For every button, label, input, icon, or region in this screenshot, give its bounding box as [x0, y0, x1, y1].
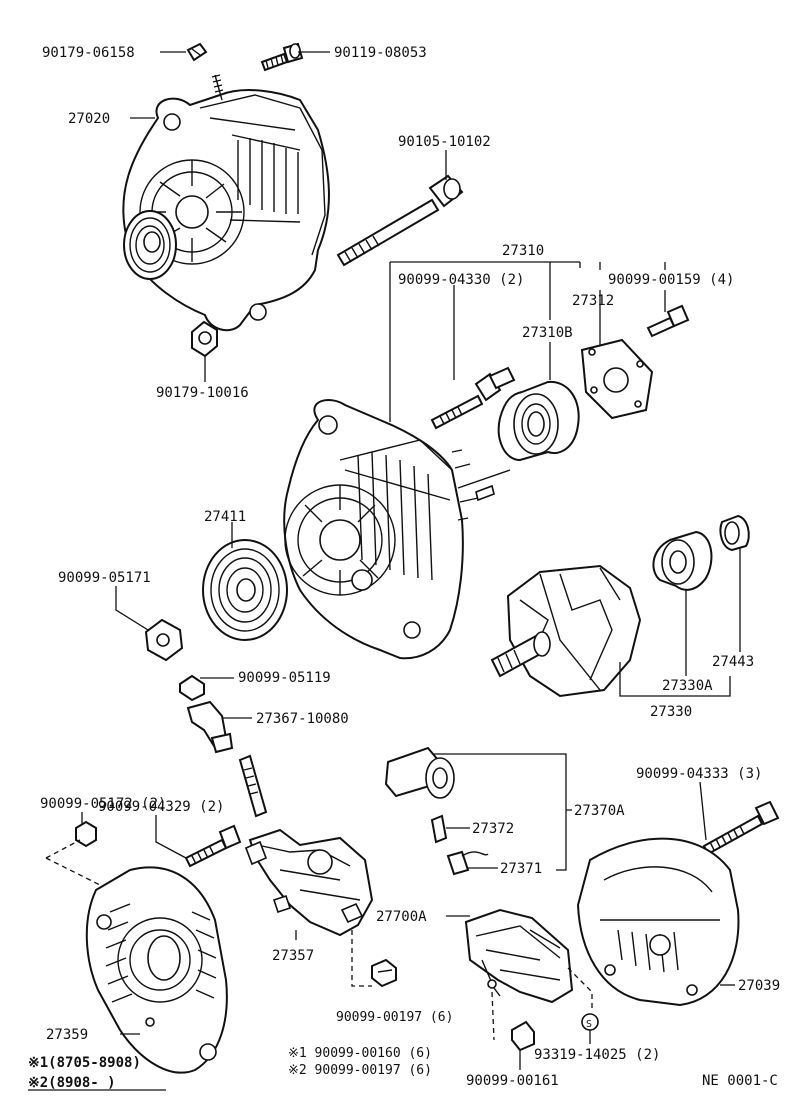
retainer-plate-27312: [580, 338, 654, 420]
cover-27443: [719, 514, 750, 552]
rotor-27330: [490, 564, 642, 698]
label-90099-00161: 90099-00161: [466, 1073, 559, 1089]
nut-90099-05172: [75, 820, 97, 848]
diagram-code: NE 0001-C: [702, 1073, 778, 1089]
label-90099-00197: 90099-00197 (6): [336, 1010, 453, 1025]
label-93319-14025: 93319-14025 (2): [534, 1047, 660, 1063]
label-27020: 27020: [68, 111, 110, 127]
note-variant-1: ※1 90099-00160 (6): [288, 1046, 432, 1061]
label-90099-04330: 90099-04330 (2): [398, 272, 524, 288]
stud-bolt-90099-04330: [430, 366, 516, 430]
label-27411: 27411: [204, 509, 246, 525]
svg-text:S: S: [586, 1019, 592, 1030]
label-27359: 27359: [46, 1027, 88, 1043]
label-27310B: 27310B: [522, 325, 573, 341]
label-90099-04329: 90099-04329 (2): [98, 799, 224, 815]
label-27370A: 27370A: [574, 803, 625, 819]
drive-end-frame-27310: [283, 399, 511, 660]
label-27357: 27357: [272, 948, 314, 964]
legend-variant-1: ※1(8705-8908): [28, 1055, 141, 1071]
screw-90099-04333: [702, 800, 780, 856]
insulator-93319-14025: S: [581, 1013, 599, 1031]
bolt-90119-08053: [260, 42, 304, 72]
alternator-assembly-27020: [122, 74, 330, 332]
nut-90099-05119: [179, 674, 205, 702]
insulator-27367-10080: [186, 700, 234, 754]
legend-variant-2: ※2(8908- ): [28, 1075, 116, 1091]
bolt-90099-04329: [184, 824, 242, 868]
label-90119-08053: 90119-08053: [334, 45, 427, 61]
label-90099-04333: 90099-04333 (3): [636, 766, 762, 782]
bearing-27310B: [497, 380, 580, 462]
label-27367-10080: 27367-10080: [256, 711, 349, 727]
nut-90099-05171: [144, 618, 184, 662]
label-27372: 27372: [472, 821, 514, 837]
label-90105-10102: 90105-10102: [398, 134, 491, 150]
note-variant-2: ※2 90099-00197 (6): [288, 1063, 432, 1078]
label-27330A: 27330A: [662, 678, 713, 694]
nut-90179-10016: [191, 320, 218, 358]
spring-27371: [446, 850, 489, 876]
label-90099-05171: 90099-05171: [58, 570, 151, 586]
leader-lines: [45, 51, 741, 1070]
through-bolt-90105-10102: [336, 174, 464, 267]
bearing-27330A: [652, 530, 713, 591]
label-90099-05119: 90099-05119: [238, 670, 331, 686]
screw-90099-00159: [646, 304, 690, 338]
screw-90099-00197: [371, 958, 397, 988]
label-27700A: 27700A: [376, 909, 427, 925]
label-27039: 27039: [738, 978, 780, 994]
rectifier-27357: [238, 754, 374, 937]
label-27310: 27310: [502, 243, 544, 259]
label-90179-10016: 90179-10016: [156, 385, 249, 401]
label-27330: 27330: [650, 704, 692, 720]
brush-27372: [430, 814, 448, 844]
pulley-27411: [202, 539, 288, 641]
label-90179-06158: 90179-06158: [42, 45, 135, 61]
label-27443: 27443: [712, 654, 754, 670]
label-90099-00159: 90099-00159 (4): [608, 272, 734, 288]
brush-holder-27370A: [384, 746, 455, 799]
rear-end-cover-27039: [576, 837, 740, 1007]
regulator-27700A: [464, 908, 574, 1004]
label-27312: 27312: [572, 293, 614, 309]
end-frame-27359: [85, 866, 228, 1074]
label-27371: 27371: [500, 861, 542, 877]
clip-nut-90179-06158: [186, 42, 208, 62]
label-90099-05172: 90099-05172 (2): [40, 796, 166, 812]
screw-90099-00161: [511, 1020, 535, 1052]
